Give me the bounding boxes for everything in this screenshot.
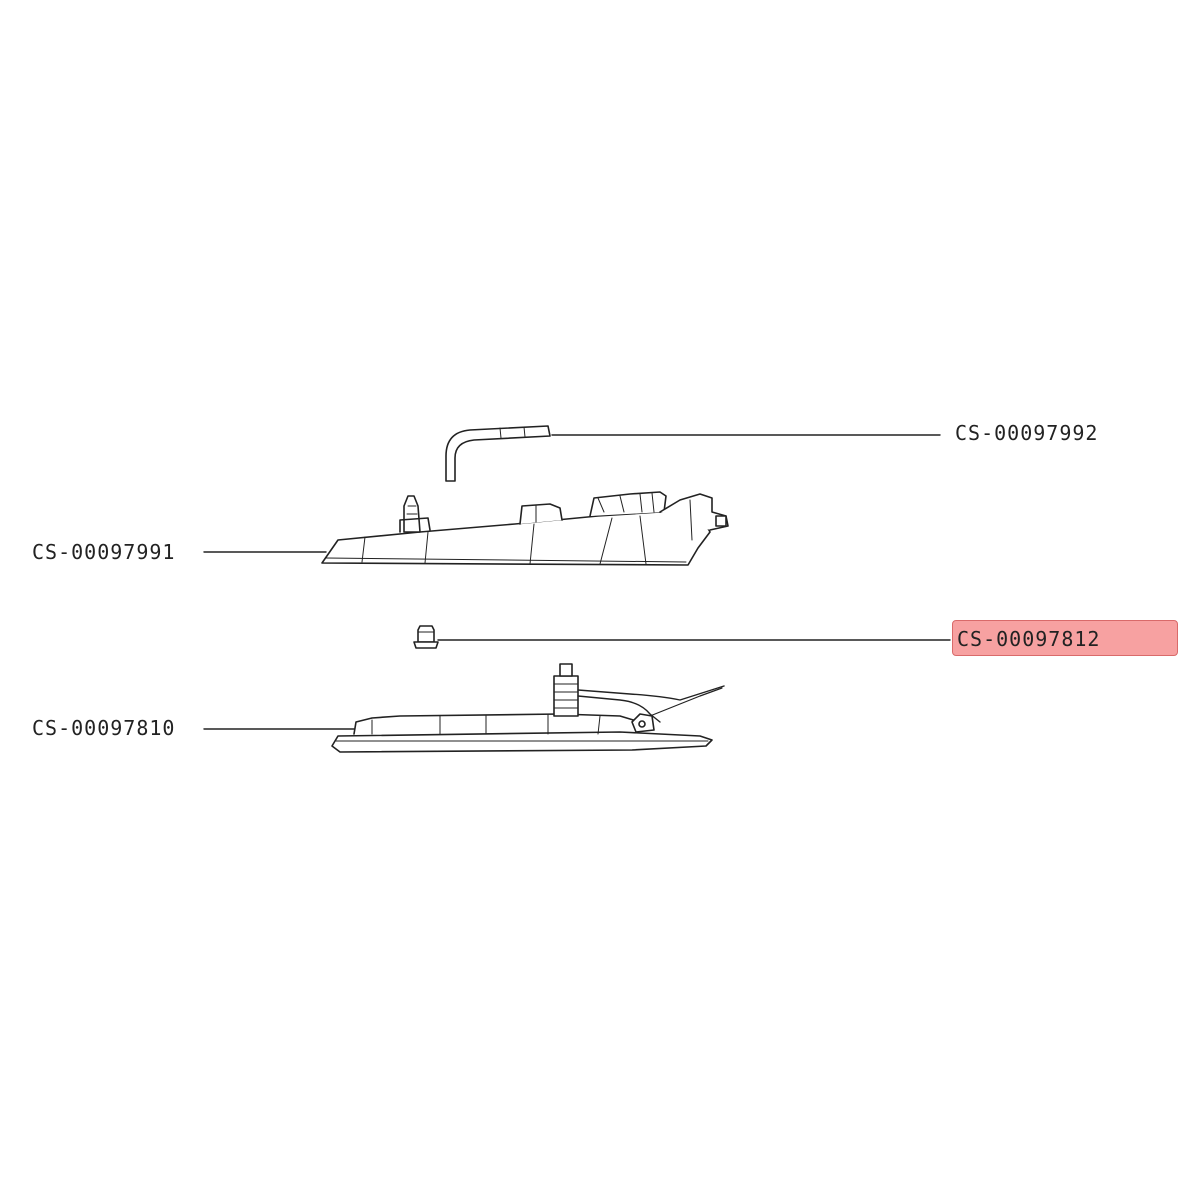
part-number-label-small-plug-highlighted[interactable]: CS-00097812 [952,620,1178,656]
part-number-label-pipe[interactable]: CS-00097992 [955,421,1099,445]
soleplate-part[interactable] [331,663,725,753]
pipe-part[interactable] [445,425,551,482]
upper-housing-part[interactable] [321,491,729,566]
small-plug-part[interactable] [413,625,439,649]
part-number-label-soleplate[interactable]: CS-00097810 [32,716,176,740]
part-number-label-upper-housing[interactable]: CS-00097991 [32,540,176,564]
